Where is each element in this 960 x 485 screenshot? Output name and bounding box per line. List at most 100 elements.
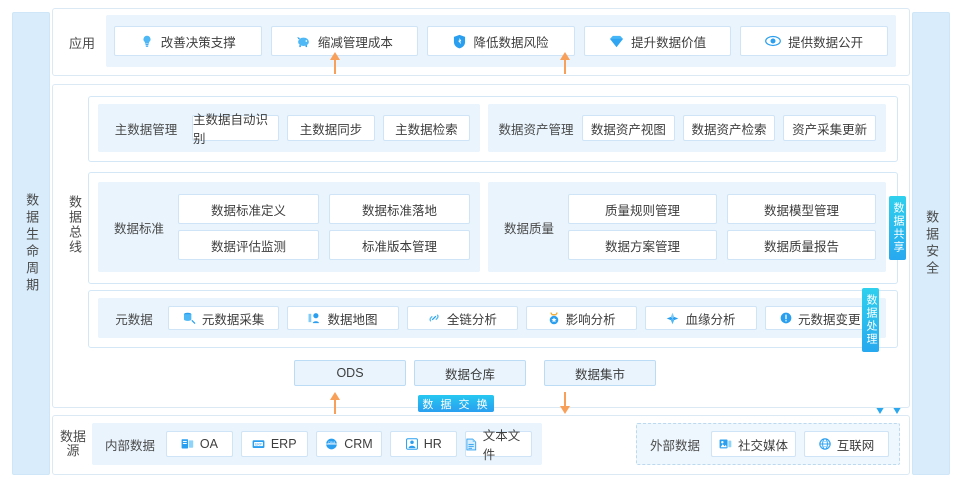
data-plan-button[interactable]: 数据方案管理	[568, 230, 717, 260]
source-item-label: 社交媒体	[737, 438, 788, 453]
data-standard-group: 数据标准 数据标准定义 数据标准落地 数据评估监测 标准版本管理	[98, 182, 480, 272]
metadata-change-icon	[780, 312, 792, 324]
data-lifecycle-label: 数据生命周期	[24, 192, 40, 295]
source-item-label: CRM	[344, 437, 373, 451]
arrow-up-to-storage	[330, 392, 340, 414]
data-security-rail: 数据安全	[912, 12, 950, 475]
internet-icon	[819, 438, 831, 450]
app-item-label: 改善决策支撑	[160, 35, 236, 50]
source-erp-button[interactable]: ERP ERP	[240, 431, 308, 457]
arrow-up-to-application-right	[560, 52, 570, 74]
lightbulb-icon	[143, 35, 151, 47]
storage-data-mart[interactable]: 数据集市	[544, 360, 656, 386]
source-oa-button[interactable]: OA	[166, 431, 233, 457]
lineage-analysis-button[interactable]: 血缘分析	[645, 306, 757, 330]
hr-icon	[405, 438, 418, 450]
master-auto-identify-button[interactable]: 主数据自动识别	[192, 113, 280, 146]
standard-definition-button[interactable]: 数据标准定义	[178, 194, 319, 224]
data-standard-grid: 数据标准定义 数据标准落地 数据评估监测 标准版本管理	[178, 194, 470, 260]
source-text-file-button[interactable]: 文本文件	[465, 429, 532, 462]
quality-report-button[interactable]: 数据质量报告	[727, 230, 876, 260]
data-exchange-badge: 数 据 交 换	[418, 395, 494, 412]
application-items: 改善决策支撑 缩减管理成本 降低数据风险 提升数据价值	[106, 15, 896, 67]
full-chain-analysis-button[interactable]: 全链分析	[406, 306, 518, 330]
svg-text:CRM: CRM	[328, 440, 336, 444]
data-standard-label: 数据标准	[113, 221, 164, 236]
app-item-label: 缩减管理成本	[317, 35, 393, 50]
oa-icon	[181, 439, 194, 449]
metadata-item-label: 元数据采集	[201, 312, 265, 327]
data-quality-grid: 质量规则管理 数据模型管理 数据方案管理 数据质量报告	[568, 194, 876, 260]
metadata-item-label: 影响分析	[565, 312, 616, 327]
app-item-label: 提升数据价值	[631, 35, 707, 50]
source-crm-button[interactable]: CRM CRM	[315, 431, 383, 457]
storage-data-warehouse[interactable]: 数据仓库	[414, 360, 526, 386]
data-asset-management-group: 数据资产管理 数据资产视图 数据资产检索 资产采集更新	[488, 104, 886, 152]
data-map-icon	[308, 313, 320, 324]
external-data-group: 外部数据 社交媒体 互联网	[636, 423, 900, 465]
quality-rule-button[interactable]: 质量规则管理	[568, 194, 717, 224]
svg-text:ERP: ERP	[255, 443, 263, 447]
source-item-label: 互联网	[836, 438, 875, 453]
source-item-label: 文本文件	[482, 429, 521, 462]
app-item-label: 降低数据风险	[473, 35, 549, 50]
metadata-change-button[interactable]: 元数据变更	[764, 306, 876, 330]
source-item-label: ERP	[270, 437, 297, 451]
data-asset-label: 数据资产管理	[498, 122, 574, 137]
text-file-icon	[466, 438, 477, 450]
master-sync-button[interactable]: 主数据同步	[287, 115, 375, 141]
external-data-label: 外部数据	[649, 438, 700, 453]
app-item-data-disclosure[interactable]: 提供数据公开	[740, 26, 888, 56]
metadata-label: 元数据	[115, 312, 153, 327]
chain-link-icon	[429, 314, 439, 322]
application-label: 应用	[68, 36, 95, 51]
data-lifecycle-rail: 数据生命周期	[12, 12, 50, 475]
standard-assessment-button[interactable]: 数据评估监测	[178, 230, 319, 260]
source-item-label: HR	[423, 437, 442, 451]
crm-icon: CRM	[326, 438, 338, 450]
internal-data-label: 内部数据	[104, 438, 155, 453]
app-item-decision-support[interactable]: 改善决策支撑	[114, 26, 262, 56]
data-model-button[interactable]: 数据模型管理	[727, 194, 876, 224]
eye-icon	[765, 35, 782, 47]
social-media-icon	[719, 439, 732, 449]
app-item-reduce-risk[interactable]: 降低数据风险	[427, 26, 575, 56]
shield-icon	[454, 34, 466, 48]
data-quality-label: 数据质量	[503, 221, 554, 236]
diamond-icon	[610, 35, 624, 47]
source-internet-button[interactable]: 互联网	[804, 431, 889, 457]
impact-analysis-button[interactable]: 影响分析	[525, 306, 638, 330]
standard-implementation-button[interactable]: 数据标准落地	[329, 194, 470, 224]
source-hr-button[interactable]: HR	[390, 431, 458, 457]
metadata-item-label: 血缘分析	[685, 312, 736, 327]
lineage-icon	[667, 312, 679, 324]
impact-icon	[549, 311, 558, 324]
metadata-item-label: 数据地图	[327, 312, 378, 327]
internal-data-group: 内部数据 OA ERP ERP CRM CRM	[92, 423, 542, 465]
data-security-label: 数据安全	[924, 209, 940, 278]
app-item-reduce-cost[interactable]: 缩减管理成本	[270, 26, 419, 56]
metadata-item-label: 全链分析	[446, 312, 497, 327]
asset-search-button[interactable]: 数据资产检索	[682, 115, 776, 141]
data-source-label: 数据源	[59, 429, 86, 458]
metadata-collect-icon	[183, 312, 196, 324]
source-item-label: OA	[199, 437, 218, 451]
source-social-media-button[interactable]: 社交媒体	[711, 431, 796, 457]
data-bus-label: 数据总线	[67, 195, 82, 255]
app-item-increase-value[interactable]: 提升数据价值	[583, 26, 732, 56]
master-data-management-group: 主数据管理 主数据自动识别 主数据同步 主数据检索	[98, 104, 480, 152]
asset-collect-update-button[interactable]: 资产采集更新	[783, 115, 877, 141]
erp-icon: ERP	[252, 440, 265, 448]
data-quality-group: 数据质量 质量规则管理 数据模型管理 数据方案管理 数据质量报告	[488, 182, 886, 272]
metadata-collect-button[interactable]: 元数据采集	[168, 306, 280, 330]
data-process-badge: 数据处理	[862, 288, 879, 352]
arrow-up-to-application-left	[330, 52, 340, 74]
asset-view-button[interactable]: 数据资产视图	[582, 115, 675, 141]
master-data-label: 主数据管理	[114, 122, 178, 137]
data-map-button[interactable]: 数据地图	[287, 306, 399, 330]
master-search-button[interactable]: 主数据检索	[382, 115, 470, 141]
arrow-down-to-source	[560, 392, 570, 414]
storage-ods[interactable]: ODS	[294, 360, 406, 386]
standard-version-button[interactable]: 标准版本管理	[329, 230, 470, 260]
